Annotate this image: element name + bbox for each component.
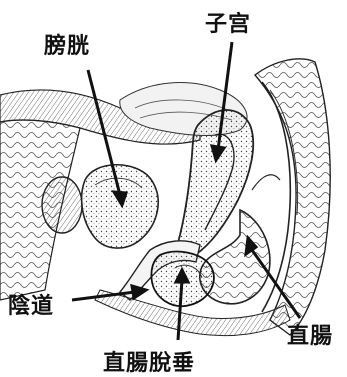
label-vagina: 陰道	[8, 288, 54, 320]
label-uterus: 子宫	[205, 6, 251, 38]
pubic-bone	[42, 177, 82, 233]
label-rectocele: 直腸脫垂	[103, 345, 195, 377]
label-bladder: 膀胱	[44, 28, 90, 60]
bladder	[82, 165, 159, 248]
label-rectum: 直腸	[287, 318, 333, 350]
sacrum	[255, 59, 330, 335]
